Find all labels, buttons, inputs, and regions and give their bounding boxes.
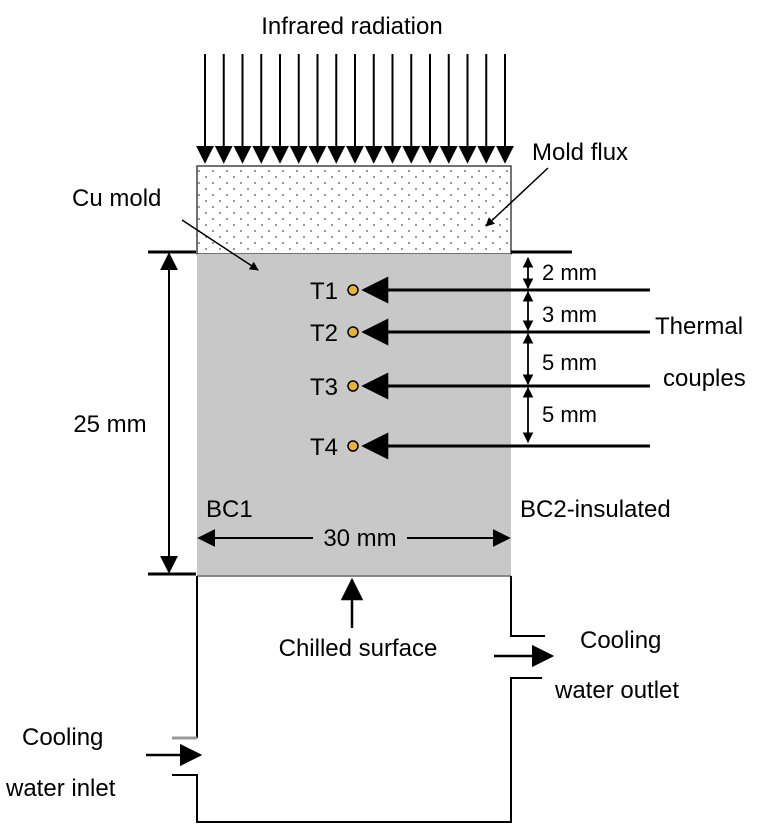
thermocouple-dot [347,380,359,392]
spacing-label: 3 mm [542,302,597,327]
cooling-channel-inlet-lower [172,677,542,823]
thermocouple-label: T4 [310,434,338,461]
spacing-marker: 5 mm [522,386,597,444]
thermocouple-t3: T3 [310,372,650,401]
mold-flux-label: Mold flux [532,139,628,166]
thermocouple-label: T1 [310,278,338,305]
bc2-label: BC2-insulated [520,496,671,523]
couples-label: couples [663,365,746,392]
thermocouple-t1: T1 [310,276,650,305]
thermocouple-dot [347,440,359,452]
spacing-label: 2 mm [542,260,597,285]
spacing-marker: 3 mm [522,290,597,332]
mold-flux-layer [196,165,512,255]
cooling-outlet-label-2: water outlet [554,677,679,704]
radiation-arrows [196,54,514,164]
spacing-marker: 2 mm [522,256,597,290]
cooling-channel-right-wall [510,576,545,637]
thermocouple-t4: T4 [310,432,650,461]
mold-flux-pointer [485,167,549,227]
cu-mold-pointer [181,219,259,271]
cooling-inlet-label-1: Cooling [22,724,103,751]
thermal-label: Thermal [655,313,743,340]
dim-25mm-label: 25 mm [73,411,146,438]
cooling-inlet-label-2: water inlet [5,775,116,802]
spacing-label: 5 mm [542,350,597,375]
dim-30mm-label: 30 mm [323,525,396,552]
chilled-surface-label: Chilled surface [279,635,438,662]
dim-30mm-label-bg [313,522,407,552]
spacing-label: 5 mm [542,402,597,427]
cu-mold-label: Cu mold [72,185,161,212]
thermocouple-label: T2 [310,320,338,347]
bc1-label: BC1 [206,496,253,523]
thermocouple-t2: T2 [310,318,650,347]
title-infrared-radiation: Infrared radiation [261,13,442,40]
spacing-marker: 5 mm [522,332,597,386]
thermocouple-label: T3 [310,374,338,401]
thermocouple-dot [347,326,359,338]
cooling-outlet-label-1: Cooling [580,627,661,654]
thermocouple-dot [347,284,359,296]
spacing-dimensions: 2 mm 3 mm 5 mm 5 mm [522,256,597,444]
